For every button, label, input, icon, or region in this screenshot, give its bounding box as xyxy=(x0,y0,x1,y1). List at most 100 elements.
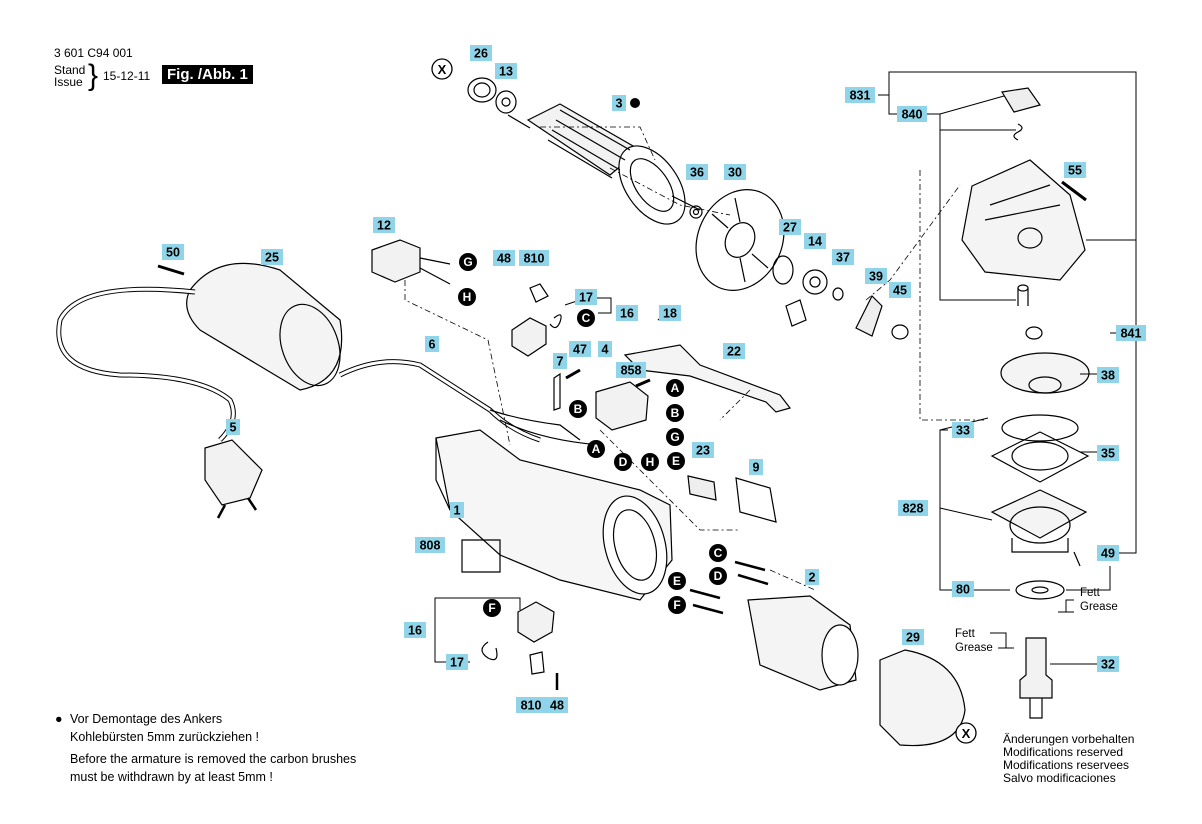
part-label-810: 810 xyxy=(519,250,549,266)
plug-drawing xyxy=(204,439,263,506)
bearing-13-drawing xyxy=(495,90,517,114)
part-label-text: 55 xyxy=(1068,164,1082,178)
part-label-858: 858 xyxy=(616,362,646,378)
part-label-text: 80 xyxy=(956,583,970,597)
part-label-2: 2 xyxy=(805,569,819,585)
connector-letter-text: B xyxy=(671,406,680,420)
grease-label-lower: Grease xyxy=(955,642,993,654)
part-label-text: 29 xyxy=(906,631,920,645)
connector-letter-E: E xyxy=(668,572,686,590)
part-label-12: 12 xyxy=(373,217,395,233)
part-label-text: 16 xyxy=(620,307,634,321)
connector-letter-text: E xyxy=(672,454,680,468)
part-label-831: 831 xyxy=(845,87,875,103)
note-bullet: ● xyxy=(55,712,63,726)
part-label-17: 17 xyxy=(446,654,468,670)
part-label-808: 808 xyxy=(415,537,445,553)
doc-number: 3 601 C94 001 xyxy=(54,46,133,60)
part-label-text: 841 xyxy=(1121,327,1142,341)
fett-label-lower: Fett xyxy=(955,628,975,640)
part-label-828: 828 xyxy=(898,500,928,516)
part-label-47: 47 xyxy=(569,341,591,357)
part-label-5: 5 xyxy=(226,419,240,435)
modifications-block: Änderungen vorbehalten Modifications res… xyxy=(1003,733,1134,785)
part-label-9: 9 xyxy=(749,459,763,475)
part-label-text: 858 xyxy=(621,364,642,378)
part-label-17: 17 xyxy=(575,289,597,305)
part-label-text: 9 xyxy=(753,461,760,475)
part-label-39: 39 xyxy=(865,268,887,284)
connector-letter-B: B xyxy=(666,404,684,422)
part-label-text: 831 xyxy=(850,89,871,103)
part-label-80: 80 xyxy=(952,581,974,597)
part-label-36: 36 xyxy=(686,164,708,180)
part-label-text: 48 xyxy=(497,252,511,266)
part-label-25: 25 xyxy=(261,249,283,265)
part-label-4: 4 xyxy=(598,341,612,357)
connector-letter-text: G xyxy=(670,430,679,444)
part-label-6: 6 xyxy=(425,336,439,352)
part-label-text: 23 xyxy=(696,444,710,458)
part-label-text: 840 xyxy=(902,108,923,122)
part-label-text: 26 xyxy=(474,47,488,61)
part-label-23: 23 xyxy=(692,442,714,458)
connector-letter-G: G xyxy=(459,253,477,271)
part-label-text: 32 xyxy=(1101,658,1115,672)
part-label-text: 5 xyxy=(230,421,237,435)
connector-letter-C: C xyxy=(577,309,595,327)
connector-letter-C: C xyxy=(709,544,727,562)
part-label-text: 18 xyxy=(663,307,677,321)
part-label-840: 840 xyxy=(897,106,927,122)
connector-letter-H: H xyxy=(458,288,476,306)
part-label-text: 49 xyxy=(1101,547,1115,561)
part-label-text: 35 xyxy=(1101,447,1115,461)
armature-note-bullet xyxy=(630,98,640,108)
connector-letter-text: D xyxy=(619,455,628,469)
mod-line-es: Salvo modificaciones xyxy=(1003,771,1116,785)
part-label-text: 808 xyxy=(420,539,441,553)
cross-ref-x-bottom-text: X xyxy=(962,726,971,741)
armature-drawing xyxy=(507,103,701,225)
rear-cap-drawing xyxy=(186,262,343,391)
part-label-text: 30 xyxy=(728,166,742,180)
part-label-text: 810 xyxy=(521,699,542,713)
brace-icon: } xyxy=(88,59,99,92)
part-label-text: 4 xyxy=(602,343,609,357)
part-label-text: 48 xyxy=(550,699,564,713)
connector-letter-text: B xyxy=(574,402,583,416)
fett-label-upper: Fett xyxy=(1080,587,1100,599)
part-label-text: 38 xyxy=(1101,369,1115,383)
part-label-text: 39 xyxy=(869,270,883,284)
note-de-line1: Vor Demontage des Ankers xyxy=(70,712,223,726)
note-en-line1: Before the armature is removed the carbo… xyxy=(70,752,357,766)
connector-letter-H: H xyxy=(641,453,659,471)
part-label-48: 48 xyxy=(546,697,568,713)
connector-letter-F: F xyxy=(668,596,686,614)
mod-line-de: Änderungen vorbehalten xyxy=(1003,732,1135,746)
connector-letter-D: D xyxy=(709,567,727,585)
cross-ref-x-top: X xyxy=(431,58,453,80)
part-label-27: 27 xyxy=(779,219,801,235)
ring-26-drawing xyxy=(467,77,497,103)
guard-drawing xyxy=(879,649,966,747)
connector-letter-text: D xyxy=(714,569,723,583)
part-label-3: 3 xyxy=(612,95,626,111)
part-label-text: 47 xyxy=(573,343,587,357)
part-label-22: 22 xyxy=(723,343,745,359)
mod-line-fr: Modifications reservees xyxy=(1003,758,1130,772)
part-label-7: 7 xyxy=(553,353,567,369)
part-label-text: 828 xyxy=(903,502,924,516)
part-label-text: 37 xyxy=(836,251,850,265)
part-label-14: 14 xyxy=(804,233,826,249)
connector-letter-text: E xyxy=(673,574,681,588)
part-label-37: 37 xyxy=(832,249,854,265)
fan-baffle-drawing xyxy=(695,189,785,291)
part-label-16: 16 xyxy=(404,622,426,638)
part-label-text: 36 xyxy=(690,166,704,180)
connector-letter-B: B xyxy=(569,400,587,418)
part-label-text: 2 xyxy=(809,571,816,585)
part-label-49: 49 xyxy=(1097,545,1119,561)
part-label-29: 29 xyxy=(902,629,924,645)
connector-letter-text: G xyxy=(463,255,472,269)
part-label-18: 18 xyxy=(659,305,681,321)
